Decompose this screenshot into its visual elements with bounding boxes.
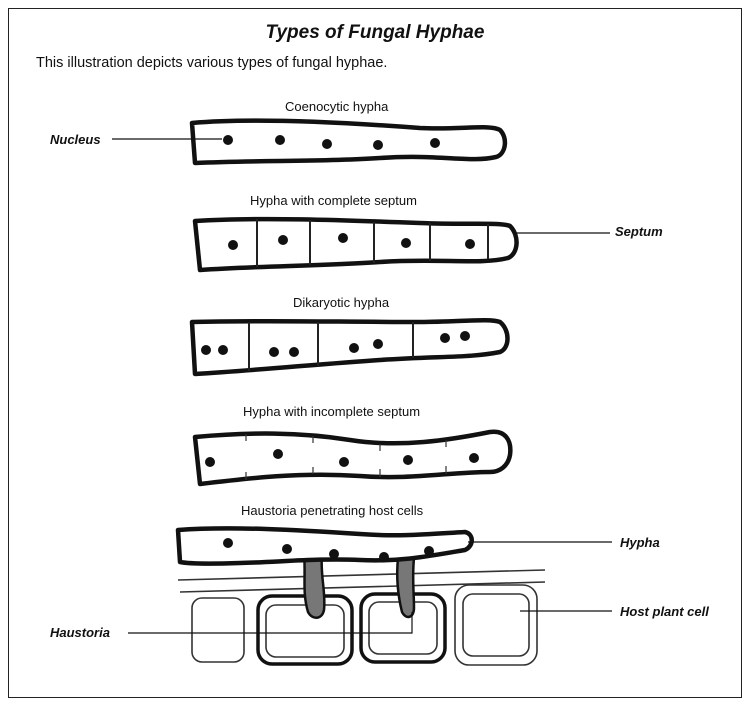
incomplete-septum-hypha [192, 429, 513, 487]
caption-haustoria-host: Haustoria penetrating host cells [241, 503, 424, 518]
haustoria-hypha-nuclei [223, 538, 434, 562]
label-nucleus: Nucleus [50, 132, 101, 147]
label-hypha: Hypha [620, 535, 660, 550]
figure-title: Types of Fungal Hyphae [265, 22, 485, 43]
label-host-plant-cell: Host plant cell [620, 604, 709, 619]
label-haustoria: Haustoria [50, 625, 110, 640]
haustoria-scene [175, 526, 546, 666]
complete-septum-hypha [192, 216, 519, 273]
coenocytic-hypha [189, 118, 508, 166]
caption-incomplete-septum: Hypha with incomplete septum [243, 404, 421, 419]
dikaryotic-nuclei [201, 331, 470, 357]
caption-coenocytic: Coenocytic hypha [285, 99, 389, 114]
incomplete-septum-nuclei [205, 449, 479, 467]
caption-dikaryotic: Dikaryotic hypha [293, 295, 390, 310]
figure-subtitle: This illustration depicts various types … [36, 55, 388, 71]
caption-complete-septum: Hypha with complete septum [250, 193, 417, 208]
incomplete-septa [245, 434, 447, 480]
haustoria-leader-line [128, 612, 413, 634]
label-septum: Septum [615, 224, 663, 239]
coenocytic-nuclei [223, 135, 440, 150]
dikaryotic-hypha [189, 317, 510, 377]
complete-septum-nuclei [228, 233, 475, 250]
